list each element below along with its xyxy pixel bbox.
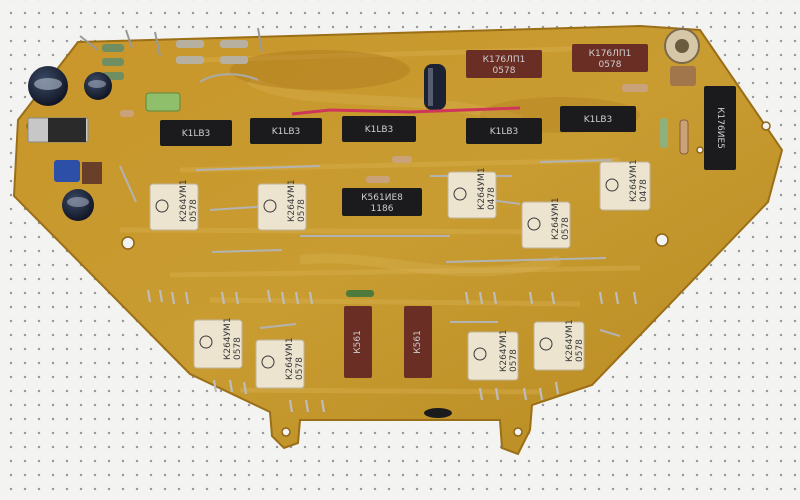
relay-label: К264УМ1 — [477, 167, 487, 210]
relay-code: 0578 — [561, 217, 571, 240]
ic-chip-middle: К561ИЕ8 1186 — [342, 188, 422, 216]
ic-chip: K1LB3 — [160, 120, 232, 146]
relay-code: 0578 — [575, 339, 585, 362]
ic-chip: K1LB3 — [250, 118, 322, 144]
red-wire — [291, 106, 521, 116]
ic-chip: K1LB3 — [466, 118, 542, 144]
ic-chip: K1LB3 — [342, 116, 416, 142]
ic-label: K1LB3 — [490, 127, 519, 137]
ic-label: К176ЛП1 — [589, 49, 632, 59]
relay-label: К264УМ1 — [629, 159, 639, 202]
ic-label: К561 — [413, 330, 423, 354]
relay-code: 0578 — [297, 199, 307, 222]
relay: К264УМ1 0478 — [599, 159, 651, 211]
ic-code: 1186 — [371, 204, 394, 214]
ic-brown-bottom: К561 К561 — [344, 306, 432, 378]
relay: К264УМ1 0578 — [149, 179, 199, 231]
ic-brown-top: К176ЛП1 0578 К176ЛП1 0578 — [466, 44, 648, 78]
ic-label: K1LB3 — [182, 129, 211, 139]
relay: К264УМ1 0578 — [257, 179, 307, 231]
relay: К264УМ1 0578 — [255, 337, 305, 389]
relay-label: К264УМ1 — [287, 179, 297, 222]
relay-label: К264УМ1 — [179, 179, 189, 222]
relay-code: 0578 — [509, 349, 519, 372]
ic-chip: К176ЛП1 0578 — [466, 50, 542, 78]
relay: К264УМ1 0578 — [467, 329, 519, 381]
component-leads — [146, 289, 638, 413]
ic-label: К561 — [353, 330, 363, 354]
relay-code: 0478 — [487, 187, 497, 210]
relay-code: 0478 — [639, 179, 649, 202]
voltage-regulator — [27, 117, 89, 143]
relay: К264УМ1 0578 — [533, 319, 585, 371]
relay-label: К264УМ1 — [565, 319, 575, 362]
electrolytic-capacitors — [28, 64, 446, 221]
ic-chip: K1LB3 — [560, 106, 636, 132]
ic-label: K1LB3 — [272, 127, 301, 137]
ic-chip: К561 — [344, 306, 372, 378]
relay-label: К264УМ1 — [223, 317, 233, 360]
pcb-board — [12, 24, 784, 456]
ic-row-top: K1LB3 K1LB3 K1LB3 K1LB3 K1LB3 — [160, 106, 636, 146]
relay: К264УМ1 0578 — [521, 197, 571, 249]
ic-chip: К561 — [404, 306, 432, 378]
ic-label: К176ЛП1 — [483, 55, 526, 65]
ic-label: K1LB3 — [365, 125, 394, 135]
relay-label: К264УМ1 — [285, 337, 295, 380]
ic-code: 0578 — [493, 66, 516, 76]
relay-code: 0578 — [295, 357, 305, 380]
relay: К264УМ1 0478 — [447, 167, 497, 219]
ic-chip-right: К176ИЕ5 — [704, 86, 736, 170]
small-components-top-left — [79, 27, 263, 112]
resistors — [120, 84, 689, 418]
relays: К264УМ1 0578 К264УМ1 0578 К264УМ1 0478 К… — [149, 159, 651, 389]
jumper-wires — [119, 159, 621, 337]
relay-code: 0578 — [189, 199, 199, 222]
ic-code: 0578 — [599, 60, 622, 70]
relay-code: 0578 — [233, 337, 243, 360]
ic-label: К176ИЕ5 — [715, 107, 725, 149]
ic-chip: К176ЛП1 0578 — [572, 44, 648, 72]
relay-label: К264УМ1 — [499, 329, 509, 372]
mounting-holes — [26, 121, 771, 437]
relay-label: К264УМ1 — [551, 197, 561, 240]
relay: К264УМ1 0578 — [193, 317, 243, 369]
trimmer-potentiometer — [54, 28, 700, 184]
ic-label: К561ИЕ8 — [361, 193, 403, 203]
ic-label: K1LB3 — [584, 115, 613, 125]
